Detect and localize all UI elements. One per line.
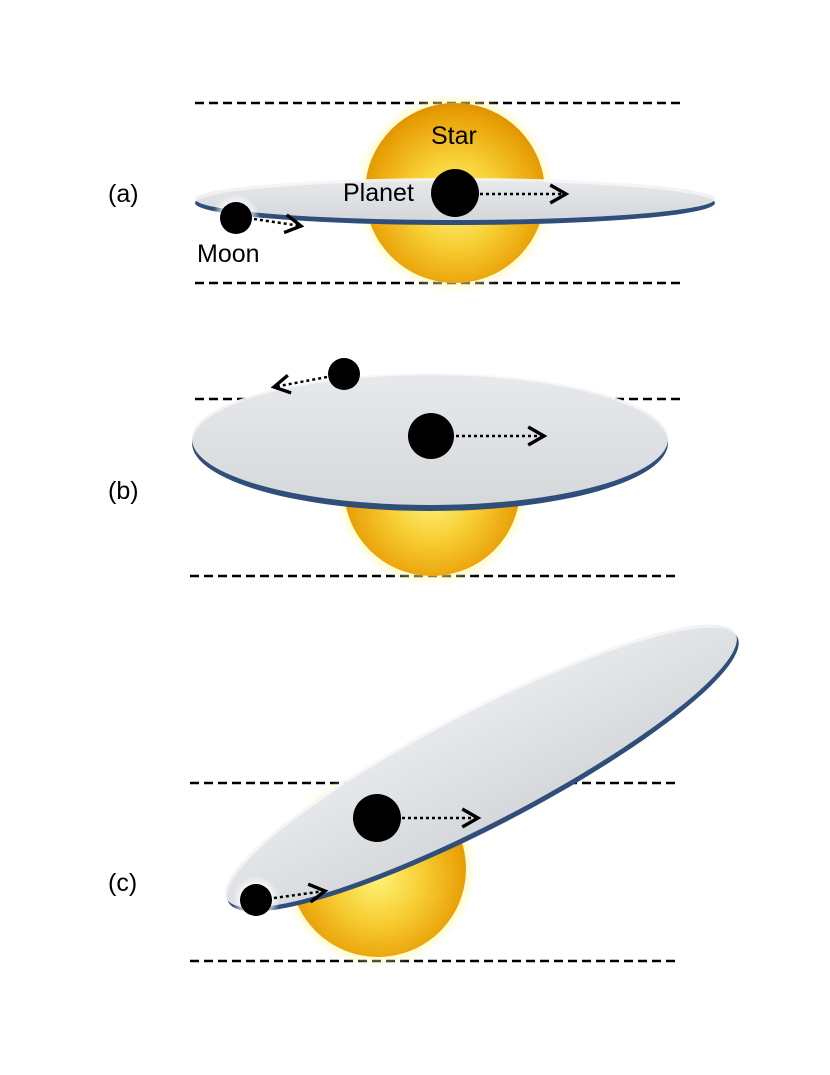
moon-motion-arrow [270,373,328,395]
moon [212,194,260,242]
star-label: Star [431,122,477,150]
panel-label-b: (b) [108,477,139,505]
moon-motion-arrow [273,882,329,904]
moon-motion-arrow [253,213,305,235]
planet [353,794,401,842]
planet [431,169,479,217]
panel-c: (c) [108,624,739,967]
panel-a: (a) Star Planet Moon [108,93,715,293]
planet-label: Planet [343,179,414,207]
panel-b: (b) [108,358,680,586]
planet [408,413,454,459]
moon [328,358,360,390]
moon-label: Moon [197,240,260,268]
panel-label-c: (c) [108,869,137,897]
moon [232,876,280,924]
panel-label-a: (a) [108,180,139,208]
orbit-disk [225,624,739,912]
